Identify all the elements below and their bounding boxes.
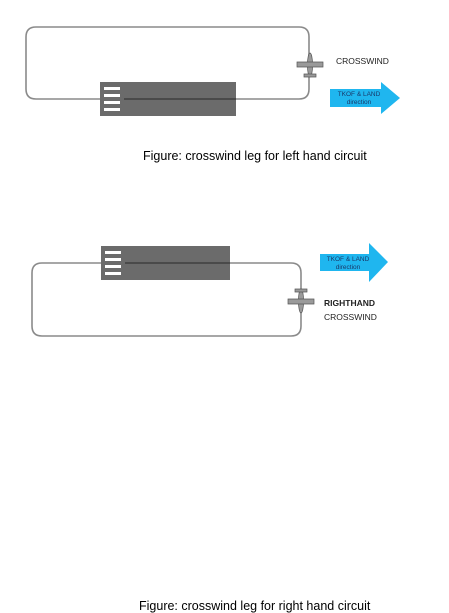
airplane-icon	[296, 52, 324, 78]
arrow-text-line1: TKOF & LAND	[327, 256, 370, 263]
direction-arrow-icon: TKOF & LAND direction	[330, 82, 400, 114]
leg-label-line2: CROSSWIND	[336, 56, 389, 66]
arrow-text-line2: direction	[347, 99, 372, 106]
circuit-path	[25, 26, 310, 100]
left-hand-circuit-diagram: CROSSWIND TKOF & LAND direction Figure: …	[0, 0, 449, 170]
figure-caption: Figure: crosswind leg for right hand cir…	[139, 599, 371, 613]
figure-caption: Figure: crosswind leg for left hand circ…	[143, 149, 367, 163]
left-hand-circuit-svg: CROSSWIND TKOF & LAND direction	[25, 26, 400, 116]
airplane-icon	[287, 288, 315, 314]
threshold-markings	[104, 87, 120, 111]
leg-label-line2: CROSSWIND	[324, 312, 377, 322]
circuit-path	[31, 262, 302, 337]
direction-arrow-icon: TKOF & LAND direction	[320, 243, 388, 282]
runway	[101, 246, 230, 280]
right-hand-circuit-diagram: RIGHTHAND CROSSWIND TKOF & LAND directio…	[0, 225, 449, 613]
arrow-text-line2: direction	[336, 264, 361, 271]
leg-label-line1: RIGHTHAND	[324, 298, 375, 308]
right-hand-circuit-svg: RIGHTHAND CROSSWIND TKOF & LAND directio…	[31, 243, 388, 337]
arrow-text-line1: TKOF & LAND	[338, 91, 381, 98]
threshold-markings	[105, 251, 121, 275]
runway	[100, 82, 236, 116]
